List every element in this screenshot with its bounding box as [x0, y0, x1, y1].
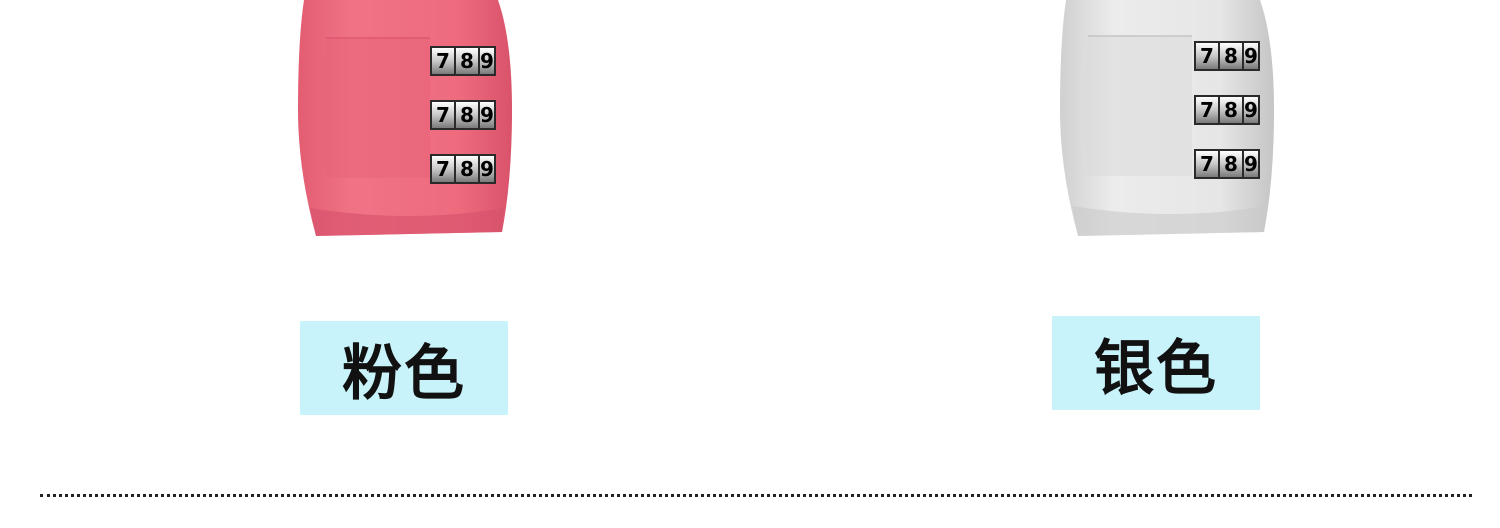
silver-color-label-text: 银色 — [1094, 333, 1218, 404]
dial-digit: 8 — [1220, 95, 1244, 125]
pink-dial-stack: 7 8 9 7 8 9 7 8 9 — [430, 46, 496, 184]
dial-digit: 8 — [1220, 41, 1244, 71]
silver-color-label: 银色 — [1052, 316, 1260, 410]
dial-row[interactable]: 7 8 9 — [1194, 149, 1260, 179]
dial-digit: 8 — [1220, 149, 1244, 179]
silver-dial-stack: 7 8 9 7 8 9 7 8 9 — [1194, 41, 1260, 179]
dial-digit: 7 — [430, 154, 456, 184]
silver-lock-product[interactable]: 7 8 9 7 8 9 7 8 9 — [1052, 0, 1292, 245]
dial-digit: 8 — [456, 100, 480, 130]
dial-digit: 7 — [1194, 149, 1220, 179]
dial-row[interactable]: 7 8 9 — [1194, 41, 1260, 71]
dial-digit: 9 — [480, 100, 496, 130]
pink-color-label: 粉色 — [300, 321, 508, 415]
dial-digit: 8 — [456, 154, 480, 184]
dial-digit: 9 — [480, 46, 496, 76]
dial-digit: 7 — [1194, 41, 1220, 71]
dial-digit: 8 — [456, 46, 480, 76]
dial-row[interactable]: 7 8 9 — [430, 46, 496, 76]
dial-digit: 9 — [480, 154, 496, 184]
pink-color-label-text: 粉色 — [342, 338, 466, 409]
dial-digit: 7 — [430, 100, 456, 130]
dial-digit: 9 — [1244, 41, 1260, 71]
dial-digit: 9 — [1244, 149, 1260, 179]
dial-digit: 7 — [1194, 95, 1220, 125]
dial-row[interactable]: 7 8 9 — [1194, 95, 1260, 125]
dial-digit: 9 — [1244, 95, 1260, 125]
dial-digit: 7 — [430, 46, 456, 76]
pink-lock-product[interactable]: 7 8 9 7 8 9 7 8 9 — [290, 0, 530, 245]
dial-row[interactable]: 7 8 9 — [430, 100, 496, 130]
dial-row[interactable]: 7 8 9 — [430, 154, 496, 184]
dotted-divider — [40, 494, 1472, 497]
